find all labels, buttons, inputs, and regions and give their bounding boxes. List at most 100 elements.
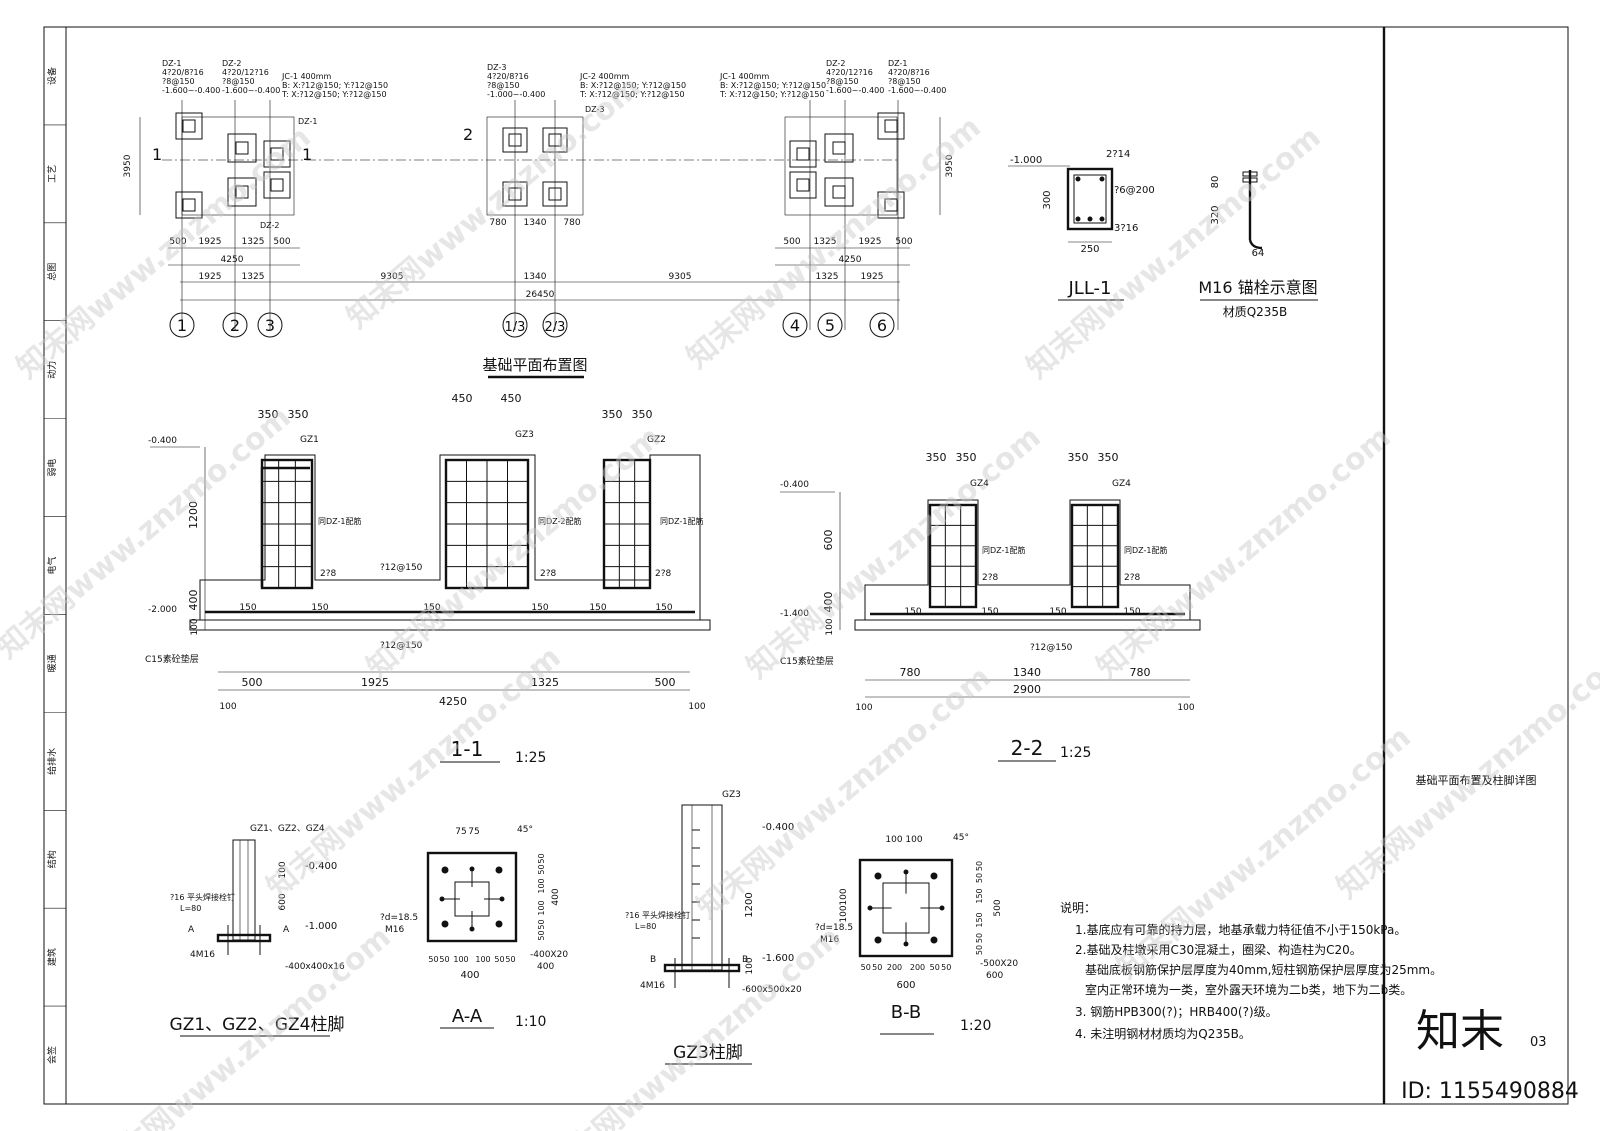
side-label: 弱电	[46, 459, 58, 477]
note-jc1-right: JC-1 400mm B: X:?12@150; Y:?12@150 T: X:…	[719, 72, 826, 99]
s22-bar12: ?12@150	[1030, 643, 1073, 653]
s22-coldim-b: 350	[956, 451, 977, 464]
gz3-cut-b-r: B	[742, 955, 748, 965]
plan-dim-mid-a: 780	[489, 218, 506, 228]
plate-dim: 50	[861, 963, 871, 972]
s11-h3: 100	[190, 618, 200, 635]
axis-bubble	[502, 312, 528, 338]
s22-tag-a: GZ4	[970, 479, 989, 489]
axis-bubble	[542, 312, 568, 338]
bb-right-total: 500	[993, 899, 1003, 916]
bb-left-dim-a: 100	[839, 888, 849, 905]
s11-dim-b: 1925	[361, 676, 389, 689]
watermark-text: 知末网www.znzmo.com	[260, 640, 567, 906]
gz124-elev-top: -0.400	[305, 861, 337, 872]
plate-dim: 100	[453, 955, 468, 964]
side-label: 设备	[46, 67, 58, 85]
gz124-bolts: 4M16	[190, 950, 215, 960]
stud-head	[469, 866, 475, 872]
plan-title: 基础平面布置图	[482, 356, 587, 374]
gz3-foot: GZ3 -0.400 -1.600 1200 100 ?16 平头焊接栓钉 L=…	[625, 790, 802, 1065]
s11-total: 4250	[439, 695, 467, 708]
axis-bubble	[869, 312, 895, 338]
svg-text:DZ-2: DZ-2	[222, 59, 241, 68]
s22-dim-a: 780	[900, 666, 921, 679]
svg-text:4?20/8?16: 4?20/8?16	[162, 68, 204, 77]
plan-left-group	[175, 100, 295, 330]
plate-dim: 50	[941, 963, 951, 972]
svg-text:T: X:?12@150; Y:?12@150: T: X:?12@150; Y:?12@150	[719, 90, 825, 99]
s22-coldim-a: 350	[926, 451, 947, 464]
note-dz1-right: DZ-1 4?20/8?16 ?8@150 -1.600~-0.400	[888, 59, 946, 95]
gz124-elev-bot: -1.000	[305, 921, 337, 932]
aa-d: ?d=18.5	[380, 913, 418, 923]
gz3-elev-top: -0.400	[762, 822, 794, 833]
s11-h1: 1200	[187, 501, 200, 529]
svg-text:-1.000~-0.400: -1.000~-0.400	[487, 90, 545, 99]
s11-dim-d: 500	[655, 676, 676, 689]
svg-text:DZ-1: DZ-1	[162, 59, 181, 68]
s11-note-c: 同DZ-1配筋	[660, 516, 703, 526]
s11-coldim-b: 350	[288, 408, 309, 421]
s11-tag-gz1: GZ1	[300, 435, 319, 445]
s22-h3: 100	[825, 618, 835, 635]
svg-text:-1.600~-0.400: -1.600~-0.400	[222, 86, 280, 95]
s11-dim-a: 500	[242, 676, 263, 689]
side-label: 结构	[46, 850, 58, 868]
s11-coldim-d: 450	[501, 392, 522, 405]
s11-coldim-f: 350	[632, 408, 653, 421]
side-label: 工艺	[47, 165, 58, 183]
bb-title: B-B	[891, 1002, 922, 1023]
svg-text:4?20/12?16: 4?20/12?16	[826, 68, 873, 77]
note-dz3: DZ-3 4?20/8?16 ?8@150 -1.000~-0.400	[487, 63, 545, 99]
svg-text:?8@150: ?8@150	[222, 77, 255, 86]
s11-edge-l: 100	[219, 702, 236, 712]
s22-coldim-d: 350	[1098, 451, 1119, 464]
svg-text:-1.600~-0.400: -1.600~-0.400	[162, 86, 220, 95]
s22-h2: 400	[822, 592, 835, 613]
axis-label: 1/3	[505, 320, 526, 335]
plan-middle-group	[486, 100, 584, 330]
gz124-cut-a-r: A	[283, 925, 290, 935]
gz124-dim-600: 600	[278, 893, 288, 910]
anchor-bolt: 80 320 64 M16 锚栓示意图 材质Q235B	[1198, 170, 1318, 319]
s22-bar28-b: 2?8	[1124, 573, 1141, 583]
sec11-stirrups	[260, 458, 652, 590]
s22-elev-bot: -1.400	[780, 609, 809, 619]
s11-scale: 1:25	[515, 750, 546, 766]
s22-elev-top: -0.400	[780, 480, 809, 490]
plan-right-group	[784, 100, 905, 330]
s11-bar12-bot: ?12@150	[380, 641, 423, 651]
s22-edge-r: 100	[1177, 703, 1194, 713]
column-cage	[928, 503, 978, 609]
s11-cover-e: 150	[589, 603, 606, 613]
s22-cover-c: 150	[1049, 607, 1066, 617]
bolt-dim-80: 80	[1210, 176, 1221, 189]
s11-note-a: 同DZ-1配筋	[318, 516, 361, 526]
axis-label: 4	[790, 316, 800, 335]
plan-height-right: 3950	[945, 154, 955, 177]
svg-text:-1.600~-0.400: -1.600~-0.400	[888, 86, 946, 95]
svg-text:T: X:?12@150; Y:?12@150: T: X:?12@150; Y:?12@150	[281, 90, 387, 99]
column-cage	[1070, 503, 1120, 609]
svg-text:?8@150: ?8@150	[826, 77, 859, 86]
gz124-dim-100: 100	[278, 861, 288, 878]
jll-title: JLL-1	[1068, 278, 1112, 299]
plate-dim: 100	[475, 955, 490, 964]
title-column: 基础平面布置及柱脚详图 知末 03 ID: 1155490884	[1401, 773, 1579, 1104]
side-label: 暖通	[46, 654, 58, 672]
section-2-2: -0.400 -1.400 600 400 100 350 350 350 35…	[780, 451, 1201, 762]
side-label: 总图	[46, 263, 58, 281]
section-mark-1-right: 1	[302, 145, 312, 164]
s11-pad: C15素砼垫层	[145, 653, 199, 665]
plate-dim: 50	[428, 955, 438, 964]
plate-dim: 100	[537, 878, 546, 893]
s11-tag-gz3: GZ3	[515, 430, 534, 440]
s11-cover-f: 150	[655, 603, 672, 613]
plate-dim: 50	[975, 933, 984, 943]
s11-coldim-c: 450	[452, 392, 473, 405]
gz124-weld: ?16 平头焊接栓钉	[170, 892, 235, 902]
